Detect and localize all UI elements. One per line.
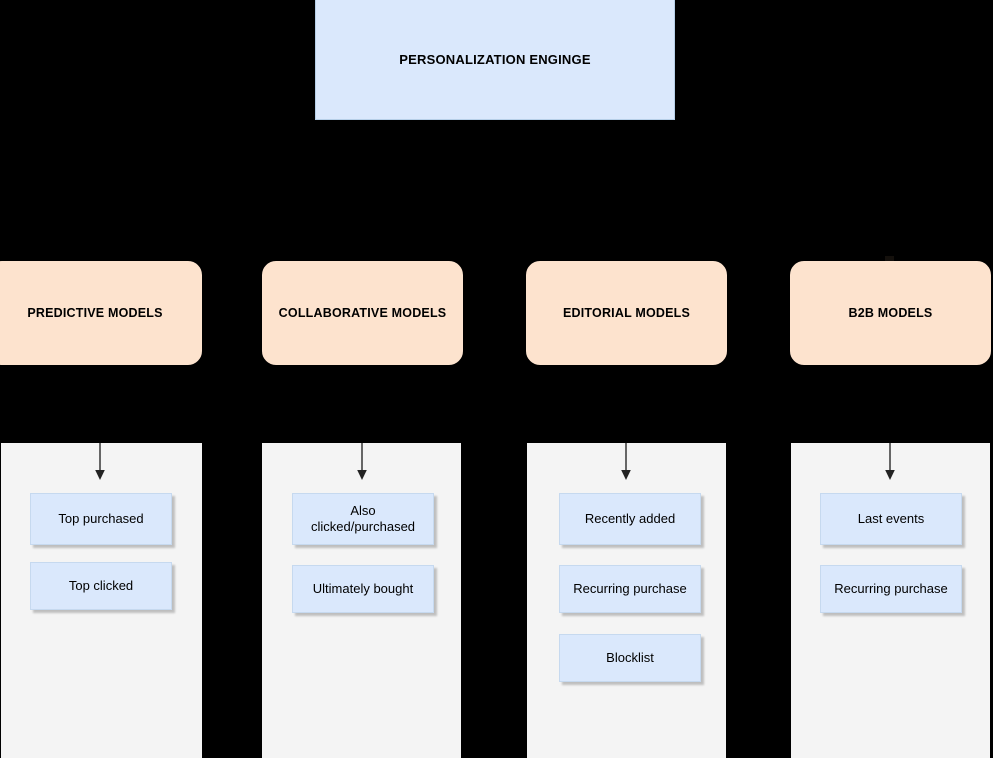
- model-box-b2b-label: B2B MODELS: [848, 306, 933, 320]
- connector-branch-b2b: [890, 205, 891, 261]
- model-box-collaborative-label: COLLABORATIVE MODELS: [278, 306, 447, 320]
- connector-branch-collaborative: [362, 205, 363, 261]
- model-box-predictive[interactable]: PREDICTIVE MODELS: [0, 261, 202, 365]
- item-box-recurring-purchase-b2b[interactable]: Recurring purchase: [820, 565, 962, 613]
- item-label-last-events: Last events: [857, 510, 925, 526]
- item-box-ultimately-bought[interactable]: Ultimately bought: [292, 565, 434, 613]
- connector-engine-trunk: [494, 120, 495, 205]
- connector-branch-predictive: [100, 205, 101, 261]
- item-box-top-purchased[interactable]: Top purchased: [30, 493, 172, 545]
- item-box-recently-added[interactable]: Recently added: [559, 493, 701, 545]
- item-label-recently-added: Recently added: [584, 510, 676, 526]
- personalization-engine-box[interactable]: PERSONALIZATION ENGINGE: [315, 0, 675, 120]
- item-label-top-clicked: Top clicked: [68, 577, 134, 593]
- model-box-b2b[interactable]: B2B MODELS: [790, 261, 991, 365]
- item-label-recurring-purchase-editorial: Recurring purchase: [573, 580, 687, 596]
- item-label-ultimately-bought: Ultimately bought: [312, 580, 414, 596]
- connector-branch-editorial: [626, 205, 627, 261]
- model-box-editorial-label: EDITORIAL MODELS: [562, 306, 691, 320]
- model-box-collaborative[interactable]: COLLABORATIVE MODELS: [262, 261, 463, 365]
- item-box-last-events[interactable]: Last events: [820, 493, 962, 545]
- item-label-recurring-purchase-b2b: Recurring purchase: [834, 580, 948, 596]
- connector-arrowhead-b2b: [885, 256, 894, 261]
- connector-engine-bus: [100, 205, 890, 206]
- model-box-predictive-label: PREDICTIVE MODELS: [27, 306, 163, 320]
- model-box-editorial[interactable]: EDITORIAL MODELS: [526, 261, 727, 365]
- item-box-recurring-purchase-editorial[interactable]: Recurring purchase: [559, 565, 701, 613]
- personalization-engine-label: PERSONALIZATION ENGINGE: [399, 52, 591, 67]
- item-label-blocklist: Blocklist: [606, 649, 654, 665]
- item-label-top-purchased: Top purchased: [58, 510, 144, 526]
- item-box-blocklist[interactable]: Blocklist: [559, 634, 701, 682]
- item-box-top-clicked[interactable]: Top clicked: [30, 562, 172, 610]
